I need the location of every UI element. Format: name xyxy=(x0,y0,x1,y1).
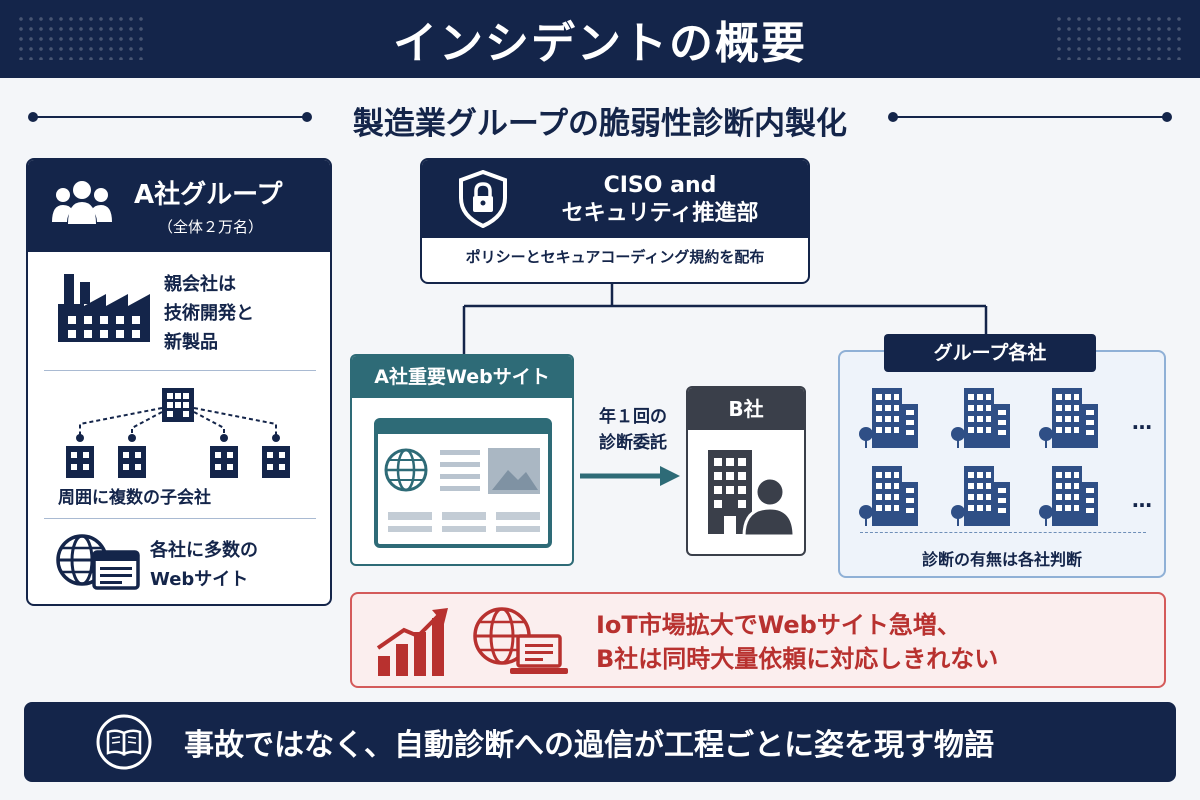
shield-lock-icon xyxy=(459,170,507,228)
warning-message: IoT市場拡大でWebサイト急増、 B社は同時大量依頼に対応しきれない xyxy=(596,611,999,673)
footer-banner: 事故ではなく、自動診断への過信が工程ごとに姿を現す物語 xyxy=(24,702,1176,782)
a-group-item-subsidiaries: 周囲に複数の子会社 xyxy=(58,488,211,508)
a-group-item-websites: 各社に多数の Webサイト xyxy=(150,540,258,590)
divider-dot xyxy=(28,112,38,122)
dashed-divider xyxy=(860,532,1146,533)
ciso-box: CISO and セキュリティ推進部 ポリシーとセキュアコーディング規約を配布 xyxy=(420,158,810,284)
header-banner: インシデントの概要 xyxy=(0,0,1200,78)
people-group-icon xyxy=(52,181,112,224)
a-important-website-box: A社重要Webサイト xyxy=(350,354,574,566)
panel-separator xyxy=(44,370,316,371)
a-group-subtitle: （全体２万名） xyxy=(158,218,264,236)
open-book-icon xyxy=(96,714,152,770)
growth-chart-icon xyxy=(376,608,448,676)
dot-pattern-decoration xyxy=(16,14,146,60)
page-title: インシデントの概要 xyxy=(393,18,807,69)
a-group-title: A社グループ xyxy=(134,180,283,210)
org-chart-icon xyxy=(66,388,290,478)
a-group-item-parent: 親会社は 技術開発と 新製品 xyxy=(164,274,254,353)
subtitle-row: 製造業グループの脆弱性診断内製化 xyxy=(28,94,1172,142)
annual-commission-label: 年１回の 診断委託 xyxy=(599,407,667,453)
group-companies-box: … … 診断の有無は各社判断 xyxy=(838,350,1166,578)
divider-dot xyxy=(1162,112,1172,122)
dot-pattern-decoration xyxy=(1054,14,1184,60)
divider-line xyxy=(894,116,1164,118)
a-important-website-title: A社重要Webサイト xyxy=(352,356,572,398)
ellipsis-more: … xyxy=(1132,488,1152,512)
ciso-header: CISO and セキュリティ推進部 xyxy=(422,160,808,238)
page-subtitle: 製造業グループの脆弱性診断内製化 xyxy=(352,106,848,142)
a-group-panel: A社グループ （全体２万名） 親会社は 技術開発と 新製品 xyxy=(26,158,332,606)
warning-box: IoT市場拡大でWebサイト急増、 B社は同時大量依頼に対応しきれない xyxy=(350,592,1166,688)
a-group-header: A社グループ （全体２万名） xyxy=(28,160,330,252)
ciso-title: CISO and セキュリティ推進部 xyxy=(561,173,759,226)
group-diagnosis-note: 診断の有無は各社判断 xyxy=(921,550,1082,569)
b-company-box: B社 xyxy=(686,386,806,556)
panel-separator xyxy=(44,518,316,519)
factory-icon xyxy=(58,274,150,342)
divider-dot xyxy=(302,112,312,122)
browser-window-icon xyxy=(374,418,552,548)
ellipsis-more: … xyxy=(1132,410,1152,434)
b-company-title: B社 xyxy=(688,388,804,430)
ciso-policy-note: ポリシーとセキュアコーディング規約を配布 xyxy=(465,248,765,266)
group-buildings-icon xyxy=(859,388,1098,526)
building-person-icon xyxy=(708,450,794,538)
footer-summary: 事故ではなく、自動診断への過信が工程ごとに姿を現す物語 xyxy=(184,728,994,763)
divider-line xyxy=(36,116,306,118)
group-companies-title: グループ各社 xyxy=(884,334,1096,372)
globe-window-icon xyxy=(56,534,140,590)
globe-laptop-icon xyxy=(473,607,568,674)
divider-dot xyxy=(888,112,898,122)
